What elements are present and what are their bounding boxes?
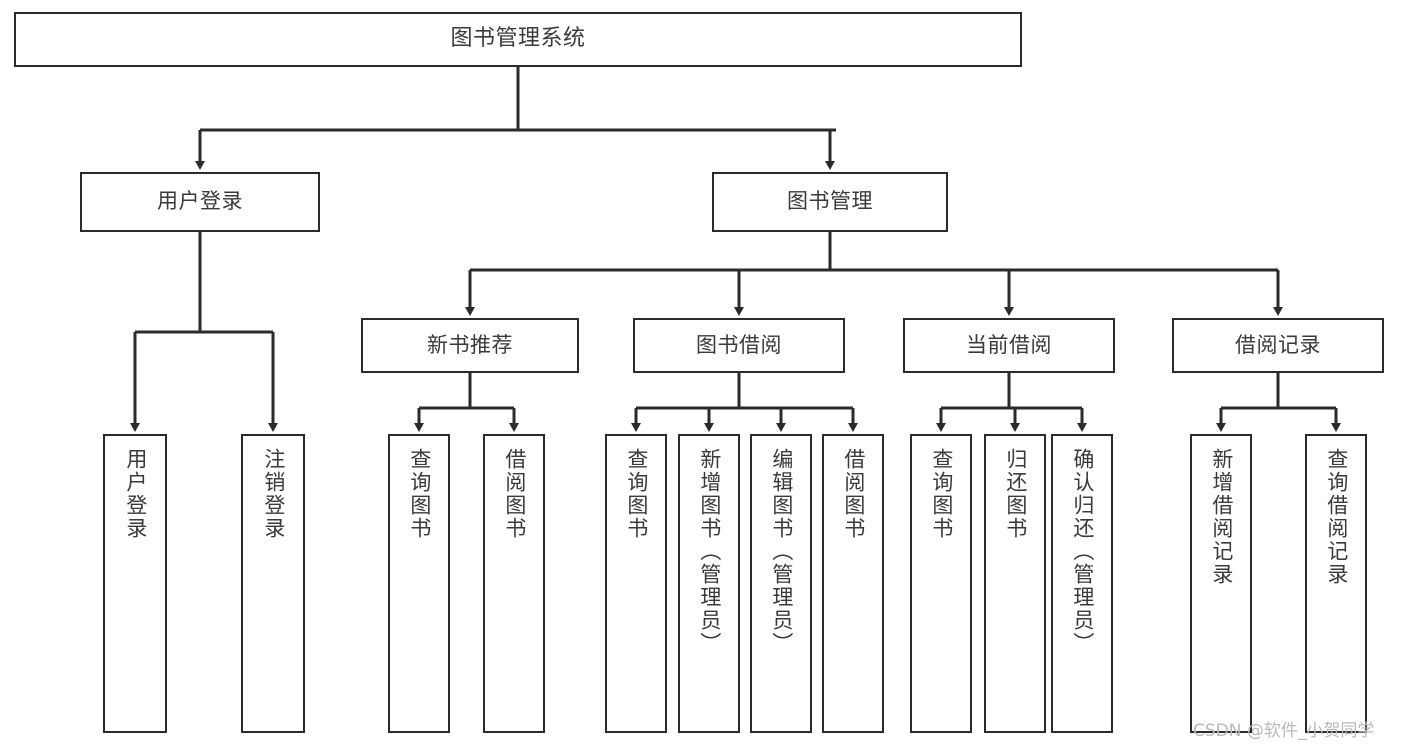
node-leaf-borrow-book-2-label: 借阅图书 [841,448,866,540]
node-book-manage[interactable]: 图书管理 [712,172,948,232]
node-leaf-edit-book-label: 编辑图书（管理员） [769,448,794,655]
node-root[interactable]: 图书管理系统 [14,12,1022,67]
node-leaf-return-book[interactable]: 归还图书 [984,434,1046,733]
edge-book-manage-to-level2 [465,232,1283,316]
edge-new-book-rec-to-leaves [414,373,519,432]
node-leaf-add-book-label: 新增图书（管理员） [697,448,722,655]
node-leaf-query-book-1-label: 查询图书 [407,448,432,540]
edge-borrow-record-to-leaves [1216,373,1341,432]
node-leaf-query-book-1[interactable]: 查询图书 [388,434,450,733]
node-leaf-query-borrow-record-label: 查询借阅记录 [1324,448,1349,586]
edge-user-login-to-leaves [130,232,278,432]
node-leaf-borrow-book-2[interactable]: 借阅图书 [822,434,884,733]
node-user-login-label: 用户登录 [157,189,243,214]
node-leaf-return-book-label: 归还图书 [1003,448,1028,540]
node-leaf-query-book-3[interactable]: 查询图书 [910,434,972,733]
node-current-borrow-label: 当前借阅 [966,332,1052,357]
node-new-book-recommend[interactable]: 新书推荐 [361,318,579,373]
node-user-login[interactable]: 用户登录 [80,172,320,232]
csdn-watermark: CSDN @软件_小贺同学 [1193,721,1375,741]
node-root-label: 图书管理系统 [450,26,586,52]
node-leaf-logout-label: 注销登录 [261,448,286,540]
node-book-borrow[interactable]: 图书借阅 [633,318,845,373]
node-leaf-user-login-label: 用户登录 [123,448,148,540]
node-leaf-borrow-book-1-label: 借阅图书 [502,448,527,540]
edge-current-borrow-to-leaves [936,373,1087,432]
node-borrow-record[interactable]: 借阅记录 [1172,318,1384,373]
node-leaf-add-borrow-record[interactable]: 新增借阅记录 [1190,434,1252,733]
node-leaf-confirm-return-label: 确认归还（管理员） [1070,448,1095,655]
node-book-manage-label: 图书管理 [787,189,873,214]
node-leaf-query-borrow-record[interactable]: 查询借阅记录 [1305,434,1367,733]
edge-book-borrow-to-leaves [631,373,858,432]
node-leaf-logout[interactable]: 注销登录 [241,434,305,733]
node-current-borrow[interactable]: 当前借阅 [903,318,1115,373]
node-leaf-query-book-2-label: 查询图书 [624,448,649,540]
node-leaf-confirm-return[interactable]: 确认归还（管理员） [1051,434,1113,733]
node-new-book-recommend-label: 新书推荐 [427,332,513,357]
node-leaf-edit-book[interactable]: 编辑图书（管理员） [750,434,812,733]
node-leaf-add-book[interactable]: 新增图书（管理员） [678,434,740,733]
node-leaf-add-borrow-record-label: 新增借阅记录 [1209,448,1234,586]
node-leaf-query-book-2[interactable]: 查询图书 [605,434,667,733]
node-leaf-query-book-3-label: 查询图书 [929,448,954,540]
node-leaf-borrow-book-1[interactable]: 借阅图书 [483,434,545,733]
node-leaf-user-login[interactable]: 用户登录 [103,434,167,733]
node-book-borrow-label: 图书借阅 [696,332,782,357]
node-borrow-record-label: 借阅记录 [1235,332,1321,357]
edge-root-to-level1 [195,67,836,170]
